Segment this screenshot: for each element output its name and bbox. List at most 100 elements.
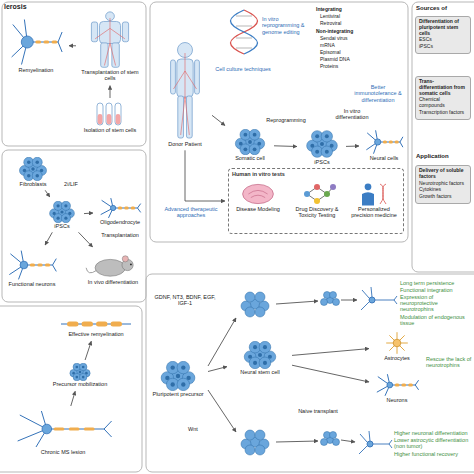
node-text: Functional neurons xyxy=(5,281,59,287)
arrow-connector xyxy=(110,86,111,98)
panel xyxy=(0,306,142,472)
tubes-icon xyxy=(81,101,139,127)
label-text: Naive transplant xyxy=(296,408,340,414)
neuron-icon xyxy=(363,129,405,155)
cell-node: Disease Modeling xyxy=(233,181,283,213)
node-text: Chronic MS lesion xyxy=(9,449,117,455)
label-text: Episomal xyxy=(320,50,404,56)
label-text: Proteins xyxy=(320,64,404,70)
arrow-connector xyxy=(84,213,93,215)
neuron-icon xyxy=(373,373,421,397)
node-text: Somatic cell xyxy=(229,155,271,161)
node-text: iPSCs xyxy=(43,223,81,229)
label-text: Modulation of endogenous tissue xyxy=(400,314,472,327)
body-icon xyxy=(161,41,209,141)
cell-node: Remyelination xyxy=(6,16,66,74)
label-text: GDNF, NT3, BDNF, EGF, IGF-1 xyxy=(150,294,220,307)
cell-node: In vivo differentiation xyxy=(84,250,142,286)
edge-label: In vitro differentiation xyxy=(330,108,374,121)
body-icon xyxy=(79,11,141,69)
label-text: Non-integrating xyxy=(316,29,404,35)
node-text: Oligodendrocyte xyxy=(97,219,143,225)
cell-node: Functional neurons xyxy=(4,248,60,288)
node-text: Transcription factors xyxy=(419,110,467,116)
label-text: Long term persistence xyxy=(400,280,472,286)
neuron-icon xyxy=(5,249,59,281)
cell-icon xyxy=(301,129,343,159)
edge-label: Transplantation xyxy=(96,232,144,238)
node-text: Cytokines xyxy=(419,187,467,193)
node-text: Delivery of soluble factors xyxy=(419,168,467,180)
node-text: Human in vitro tests xyxy=(232,171,400,177)
node-text: Neural stem cell xyxy=(231,369,289,375)
label-text: In vitro reprogramming & genome editing xyxy=(262,16,312,35)
arrow-connector xyxy=(274,145,297,147)
cell-node: Oligodendrocyte xyxy=(96,196,144,226)
panel xyxy=(146,274,474,472)
cell-node: Personalized precision medicine xyxy=(349,181,399,220)
cell-icon xyxy=(229,129,271,155)
node-text: Isolation of stem cells xyxy=(81,127,139,133)
cell-node: Neurons xyxy=(372,372,422,404)
cell-node: Precursor mobilization xyxy=(40,362,120,388)
label-text: Sendai virus xyxy=(320,36,404,42)
label-text: Retroviral xyxy=(320,21,404,27)
person-icon xyxy=(350,182,398,206)
node-text: ESCs xyxy=(419,37,467,43)
node-text: Neurons xyxy=(373,397,421,403)
node-text: Drug Discovery & Toxicity Testing xyxy=(290,206,344,219)
label-text: Wnt xyxy=(188,426,208,432)
cell-node: Somatic cell xyxy=(228,128,272,162)
node-text: Pluripotent precursor xyxy=(151,391,205,397)
node-text: Precursor mobilization xyxy=(41,381,119,387)
brain-icon xyxy=(234,182,282,206)
arrow-connector xyxy=(208,367,227,372)
cell-node: Chronic MS lesion xyxy=(8,408,118,456)
cell-node: Astrocytes xyxy=(372,330,422,362)
label-text: Integrating xyxy=(316,7,404,13)
edge-label: 2i/LIF xyxy=(58,181,84,187)
cell-node: Fibroblasts xyxy=(8,156,58,188)
cell-icon xyxy=(41,363,119,381)
label-text: mRNA xyxy=(320,43,404,49)
node-text: Fibroblasts xyxy=(9,181,57,187)
node-text: Personalized precision medicine xyxy=(350,206,398,219)
node-text: Growth factors xyxy=(419,194,467,200)
node-text: Chemical compounds xyxy=(419,97,467,109)
cell-node: Neural stem cell xyxy=(230,340,290,376)
arrow-connector xyxy=(346,146,359,147)
cell-icon xyxy=(231,341,289,369)
panel xyxy=(2,150,146,302)
label-text: Better immunotolerance & differentiation xyxy=(350,84,406,103)
node-text: Donor Patient xyxy=(161,141,209,147)
info-box: Trans-differentiation from somatic cells… xyxy=(415,76,471,120)
neuron-icon xyxy=(9,409,117,449)
label-text: Rescue the lack of neurotrophins xyxy=(426,356,472,369)
info-box: Differentiation of pluripotent stem cell… xyxy=(415,16,471,54)
axon-icon xyxy=(57,317,135,331)
cell-node: Neural cells xyxy=(362,128,406,162)
label-text: Higher functional recovery xyxy=(394,451,472,457)
node-text: iPSCs xyxy=(419,44,467,50)
edge-label: Advanced therapeutic approaches xyxy=(156,206,226,219)
label-text: Application xyxy=(416,153,472,160)
mouse-icon xyxy=(85,251,141,279)
node-text: Neurotrophic factors xyxy=(419,181,467,187)
cell-icon xyxy=(9,157,57,181)
node-text: Remyelination xyxy=(7,67,65,73)
label-text: Lower astrocytic differentiation (non tu… xyxy=(394,437,472,450)
arrow-connector xyxy=(79,232,93,247)
node-text: Transplantation of stem cells xyxy=(79,69,141,82)
arrow-connector xyxy=(292,365,369,382)
molecule-icon xyxy=(290,182,344,206)
node-text: Neural cells xyxy=(363,155,405,161)
label-text: Cell culture techniques xyxy=(212,66,274,72)
cell-node: iPSCs xyxy=(300,128,344,166)
dna-helix xyxy=(231,10,258,54)
cell-node: Transplantation of stem cells xyxy=(78,10,142,83)
label-text: Plasmid DNA xyxy=(320,57,404,63)
node-text: Trans-differentiation from somatic cells xyxy=(419,79,467,96)
static-arrow xyxy=(208,300,357,442)
cell-icon xyxy=(43,201,81,223)
